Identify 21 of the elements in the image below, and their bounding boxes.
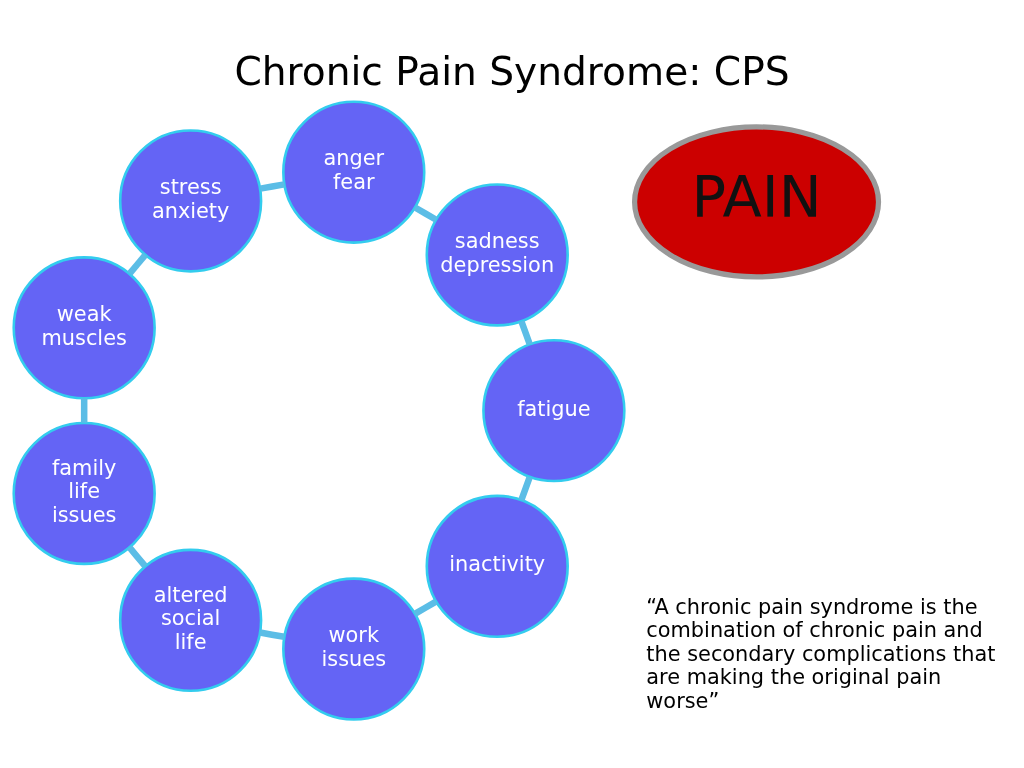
- node-circle: anger fear: [282, 100, 426, 244]
- node-ellipse: PAIN: [631, 124, 882, 280]
- connector: [413, 598, 438, 617]
- node-circle: work issues: [282, 577, 426, 721]
- connector: [127, 545, 148, 569]
- connector: [259, 181, 285, 192]
- diagram-title: Chronic Pain Syndrome: CPS: [234, 48, 790, 94]
- node-circle: sadness depression: [425, 183, 569, 327]
- connector: [518, 320, 533, 346]
- label: “A chronic pain syndrome is the combination of chronic pain and the secondary complications that are making the original pain worse”: [646, 594, 996, 713]
- node-circle: fatigue: [482, 338, 626, 483]
- node-circle: family life issues: [12, 421, 156, 566]
- connector: [518, 475, 533, 502]
- connector: [259, 629, 285, 641]
- connector: [127, 252, 148, 276]
- connector: [80, 398, 88, 423]
- node-circle: weak muscles: [12, 256, 156, 400]
- node-circle: stress anxiety: [118, 129, 263, 273]
- node-circle: inactivity: [425, 494, 569, 639]
- node-circle: altered social life: [118, 548, 263, 693]
- connector: [413, 204, 438, 223]
